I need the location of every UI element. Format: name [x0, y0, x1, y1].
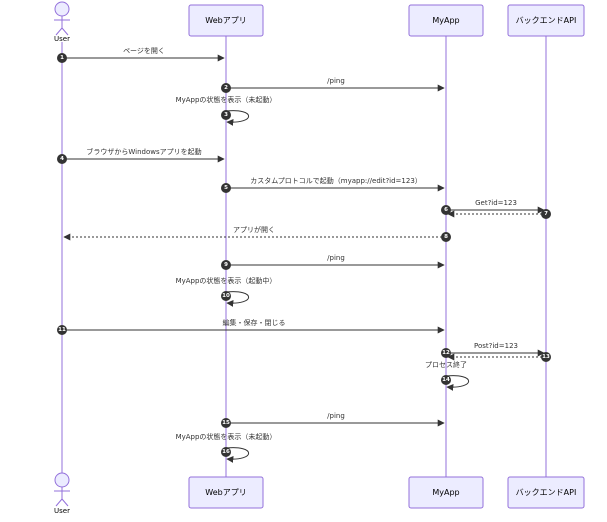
message-2-label: /ping: [327, 77, 345, 85]
backend-actor-top: バックエンドAPI: [507, 4, 585, 37]
message-10-arrow: [225, 291, 249, 307]
sequence-number-badge: [541, 209, 551, 219]
message-14-arrow: [445, 375, 469, 391]
message-9: /ping 9: [221, 254, 445, 270]
myapp-actor-bottom: MyApp: [408, 476, 484, 509]
message-6: Get?id=123 6: [441, 199, 545, 215]
web-label-bottom: Webアプリ: [205, 488, 246, 497]
sequence-number-badge: [221, 110, 231, 120]
sequence-number-badge: [57, 154, 67, 164]
sequence-number: 4: [60, 156, 64, 162]
message-12-label: Post?id=123: [474, 342, 518, 350]
message-3-arrow: [225, 110, 249, 126]
message-14: プロセス終了 14: [425, 360, 469, 391]
web-actor-bottom: Webアプリ: [188, 476, 264, 509]
message-15: /ping 15: [221, 412, 445, 428]
sequence-number-badge: [221, 83, 231, 93]
sequence-number-badge: [221, 260, 231, 270]
message-10-label: MyAppの状態を表示（起動中）: [176, 276, 277, 285]
sequence-number: 6: [444, 207, 448, 213]
sequence-number-badge: [221, 447, 231, 457]
message-8: アプリが開く 8: [63, 225, 451, 242]
message-16-arrow: [225, 447, 249, 463]
sequence-number-badge: [441, 375, 451, 385]
message-5: カスタムプロトコルで起動（myapp://edit?id=123） 5: [221, 176, 445, 193]
sequence-number-badge: [221, 183, 231, 193]
message-11-label: 編集・保存・閉じる: [223, 318, 286, 327]
message-7: 7: [447, 209, 551, 219]
message-9-label: /ping: [327, 254, 345, 262]
sequence-number: 2: [224, 85, 228, 91]
backend-label-top: バックエンドAPI: [516, 16, 577, 25]
message-1-label: ページを開く: [123, 47, 165, 55]
sequence-number: 14: [442, 377, 450, 383]
myapp-label-bottom: MyApp: [432, 488, 459, 497]
message-14-label: プロセス終了: [425, 360, 467, 369]
message-15-label: /ping: [327, 412, 345, 420]
myapp-label-top: MyApp: [432, 16, 459, 25]
web-label-top: Webアプリ: [205, 16, 246, 25]
sequence-number: 10: [222, 293, 230, 299]
message-16-label: MyAppの状態を表示（未起動）: [176, 432, 277, 441]
sequence-number: 8: [444, 234, 448, 240]
sequence-number: 16: [222, 449, 230, 455]
sequence-number: 11: [58, 327, 66, 333]
sequence-number: 13: [542, 354, 550, 360]
sequence-number-badge: [441, 232, 451, 242]
backend-label-bottom: バックエンドAPI: [516, 488, 577, 497]
message-1: ページを開く 1: [57, 47, 225, 63]
user-label-top: User: [54, 35, 70, 43]
sequence-number-badge: [57, 53, 67, 63]
user-actor-bottom: User: [54, 472, 70, 515]
message-11: 編集・保存・閉じる 11: [57, 318, 445, 335]
sequence-number: 3: [224, 112, 228, 118]
myapp-actor-top: MyApp: [408, 4, 484, 37]
sequence-number-badge: [221, 291, 231, 301]
message-3-label: MyAppの状態を表示（未起動）: [176, 95, 277, 104]
sequence-number-badge: [541, 352, 551, 362]
sequence-number: 15: [222, 420, 230, 426]
message-13: 13: [447, 352, 551, 362]
message-4-label: ブラウザからWindowsアプリを起動: [86, 147, 201, 156]
user-actor-top: User: [54, 1, 70, 43]
sequence-number-badge: [57, 325, 67, 335]
sequence-number: 1: [60, 55, 64, 61]
message-2: /ping 2: [221, 77, 445, 93]
message-5-label: カスタムプロトコルで起動（myapp://edit?id=123）: [250, 176, 422, 185]
message-16: MyAppの状態を表示（未起動） 16: [176, 432, 277, 463]
message-6-label: Get?id=123: [475, 199, 517, 207]
user-label-bottom: User: [54, 507, 70, 515]
sequence-number: 12: [442, 350, 450, 356]
message-8-label: アプリが開く: [233, 225, 275, 234]
web-actor-top: Webアプリ: [188, 4, 264, 37]
message-3: MyAppの状態を表示（未起動） 3: [176, 95, 277, 126]
backend-actor-bottom: バックエンドAPI: [507, 476, 585, 509]
sequence-number: 7: [544, 211, 548, 217]
sequence-number: 5: [224, 185, 228, 191]
message-10: MyAppの状態を表示（起動中） 10: [176, 276, 277, 307]
message-12: Post?id=123 12: [441, 342, 545, 358]
sequence-number: 9: [224, 262, 228, 268]
message-4: ブラウザからWindowsアプリを起動 4: [57, 147, 225, 164]
sequence-number-badge: [221, 418, 231, 428]
